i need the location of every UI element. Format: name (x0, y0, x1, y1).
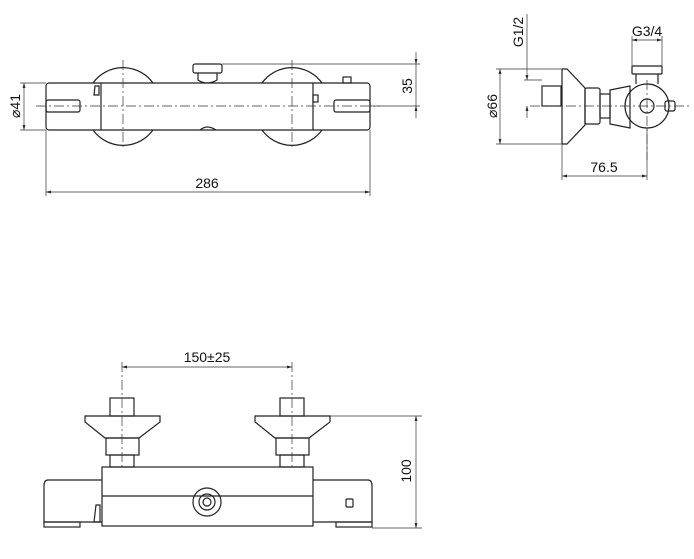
dim-height-35: 35 (399, 78, 415, 94)
side-view: ⌀66 G1/2 G3/4 76.5 (484, 14, 690, 180)
dim-thread-g12: G1/2 (510, 17, 526, 48)
dim-height-100: 100 (398, 459, 414, 483)
front-view: 150±25 100 (43, 349, 422, 529)
dim-spacing-150: 150±25 (184, 349, 231, 365)
dim-thread-g34: G3/4 (632, 23, 663, 39)
top-view: ⌀41 35 286 (7, 52, 420, 196)
dim-depth-76-5: 76.5 (590, 159, 617, 175)
dim-diameter-66: ⌀66 (484, 94, 500, 118)
dim-diameter-41: ⌀41 (7, 94, 23, 118)
dim-length-286: 286 (195, 175, 219, 191)
